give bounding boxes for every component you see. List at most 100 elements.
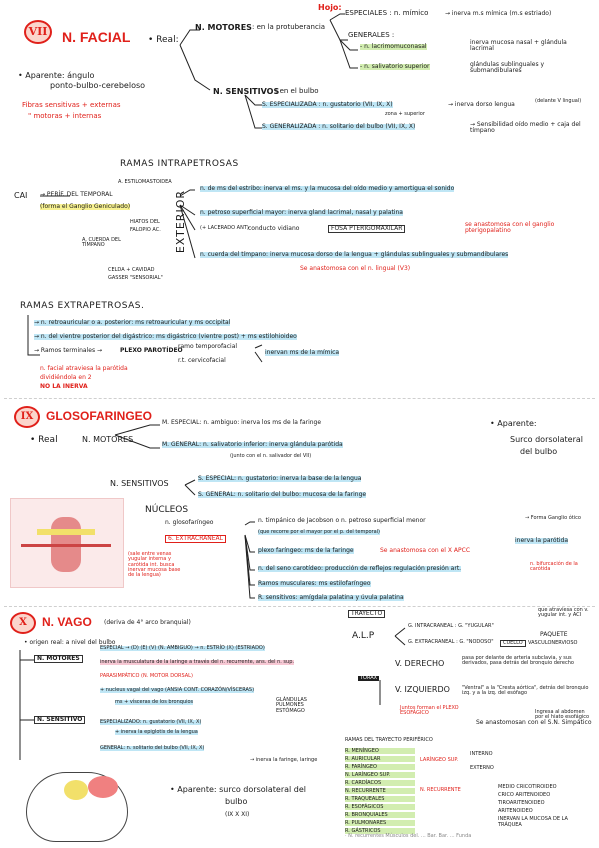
- ix-extracraneal: 6. EXTRACRANEAL: [165, 535, 226, 544]
- list-item: N. LARÍNGEO SUP.: [345, 772, 415, 778]
- ix-ganglio-otico: → Forma Ganglio ótico: [525, 515, 581, 521]
- vago-ramas-list: R. MENÍNGEO R. AURICULAR R. FARÍNGEO N. …: [345, 748, 415, 834]
- rama-estribo: n. de ms del estribo: inerva el ms. y la…: [200, 185, 455, 193]
- vago-footer-note: · N. recurrentes Músculos del. ... Bar. …: [345, 833, 472, 839]
- facial-real-label: • Real:: [148, 35, 179, 45]
- rama-cuerda-timpano: n. cuerda del tímpano: inerva mucosa dor…: [200, 251, 509, 259]
- vago-s2: + inerva la epiglotis de la lengua: [115, 729, 198, 736]
- list-item: ARITENOIDEO: [498, 808, 533, 814]
- parotida-note-2: dividiéndola en 2: [40, 374, 92, 381]
- facial-motores-location: : en la protuberancia: [252, 23, 326, 31]
- list-item: R. TRAQUEALES: [345, 796, 415, 802]
- list-item: R. BRONQUIALES: [345, 812, 415, 818]
- list-item: R. AURICULAR: [345, 756, 415, 762]
- list-item: N. RECURRENTE: [345, 788, 415, 794]
- facial-s-especializada-note: (delante V lingual): [535, 98, 582, 104]
- fosa-pterigomaxilar: FOSA PTERIGOMAXILAR: [328, 225, 406, 234]
- list-item: R. FARÍNGEO: [345, 764, 415, 770]
- ganglio-pterigopalatino-note: se anastomosa con el ganglio pterigopala…: [465, 221, 555, 235]
- lingual-anastomosis-note: Se anastomosa con el n. lingual (V3): [300, 265, 411, 272]
- facial-s-especializada: S. ESPECIALIZADA : n. gustatorio (VII, I…: [262, 101, 393, 109]
- vago-m4: + nucleus vagal del vago (ANSIA CONT. CO…: [100, 687, 255, 694]
- vago-interno: INTERNO: [470, 751, 493, 757]
- section-x-numeral: X: [10, 612, 36, 634]
- vago-subtitle: (deriva de 4° arco branquial): [104, 619, 191, 626]
- section-ix-numeral: IX: [14, 406, 40, 428]
- ix-branch-timpanico: n. timpánico de Jacobson o n. petroso su…: [258, 517, 426, 524]
- vago-externo: EXTERNO: [470, 765, 494, 771]
- facial-s-especializada-detail: → inerva dorso lengua: [448, 101, 515, 108]
- facial-fibras-motoras: " motoras + internas: [28, 112, 102, 120]
- ix-motores: N. MOTORES: [82, 435, 134, 444]
- facial-aparente-location: ponto-bulbo-cerebeloso: [50, 81, 146, 90]
- ramas-extrapetrosas-title: RAMAS EXTRAPETROSAS.: [20, 301, 145, 311]
- vago-snsimp: Se anastomosan con el S.N. Simpático: [476, 719, 592, 726]
- nucleos-title: NÚCLEOS: [145, 505, 189, 515]
- ix-timpanico-sub: (que recorre por el mayor por el p. del …: [258, 529, 381, 536]
- vago-izquierdo-note-2: Ingresa al abdomen por el hiato esofágic…: [535, 709, 590, 721]
- facial-s-generalizada: S. GENERALIZADA : n. solitario del bulbo…: [262, 123, 416, 131]
- ix-inerva-parotida: inerva la parótida: [515, 537, 569, 545]
- ix-plexo-note: Se anastomosa con el X APCC: [380, 547, 471, 554]
- ix-ramos-musculares: Ramos musculares: ms estilofaríngeo: [258, 580, 371, 588]
- vago-sensitivo: N. SENSITIVO: [34, 716, 86, 725]
- list-item: TIROARITENOIDEO: [498, 800, 545, 806]
- vago-plexo-esofagico: Juntos forman el PLEXO ESOFÁGICO: [400, 705, 459, 717]
- list-item: R. ESOFÁGICOS: [345, 804, 415, 810]
- ix-s-general: S. GENERAL: n. solitario del bulbo: muco…: [198, 491, 367, 499]
- vago-m3: PARASIMPÁTICO (N. MOTOR DORSAL): [100, 673, 193, 679]
- vago-m5: ms + vísceras de los bronquios: [115, 699, 194, 706]
- brainstem-section-illustration: [16, 766, 136, 844]
- vago-alp-note: que atraviesa con v. yugular int. y ACI: [538, 607, 589, 619]
- facial-aparente-label: • Aparente: ángulo: [18, 71, 95, 80]
- parotida-note-3: NO LA INERVA: [40, 383, 88, 390]
- vago-alp-2: G. EXTRACRANEAL : G. "NODOSO": [408, 639, 494, 645]
- ix-m-especial: M. ESPECIAL: n. ambiguo: inerva los ms d…: [162, 419, 322, 426]
- ramo-cervicofacial: r.t. cervicofacial: [178, 357, 226, 364]
- vago-torax: TÓRAX: [358, 675, 380, 682]
- rama-digastrico: → n. del vientre posterior del digástric…: [34, 333, 297, 341]
- vago-aparente-3: (IX X XI): [225, 811, 250, 818]
- vago-ramas-title: RAMAS DEL TRAYECTO PERIFÉRICO: [345, 737, 433, 743]
- vago-izquierdo: V. IZQUIERDO: [395, 685, 450, 694]
- hiatos-label: HIATOS DEL: [130, 219, 160, 225]
- hiatos-label-2: FALOPIO AC.: [130, 227, 161, 233]
- ix-plexo-faringeo: plexo faríngeo: ms de la faringe: [258, 547, 354, 555]
- facial-sensitivos-location: : en el bulbo: [275, 87, 319, 95]
- vago-m2: inerva la musculatura de la laringe a tr…: [100, 659, 294, 666]
- ix-aparente-label: • Aparente:: [490, 419, 537, 428]
- vago-m6: GLÁNDULAS PULMONES ESTÓMAGO: [276, 697, 307, 714]
- cai-ganglio: (forma el Ganglio Geniculado): [40, 203, 131, 211]
- ramo-temporofacial: ramo temporofacial: [178, 343, 238, 350]
- list-item: R. PULMONARES: [345, 820, 415, 826]
- section-vii-numeral: VII: [24, 20, 52, 44]
- vago-s1: ESPECIALIZADO: n. gustatorio (VII, IX, X…: [100, 719, 202, 726]
- list-item: R. CARDÍACOS: [345, 780, 415, 786]
- separator-ix-x: [4, 606, 595, 607]
- facial-especiales-detail: → inerva m.s mímica (m.s estriado): [445, 10, 552, 17]
- vago-real: • origen real: a nivel del bulbo: [24, 639, 116, 646]
- plexo-parotideo: PLEXO PAROTÍDEO: [120, 347, 183, 354]
- separator-vii-ix: [4, 398, 595, 399]
- vago-trayecto: TRAYECTO: [348, 610, 386, 619]
- vago-paquete-2: VASCULONERVIOSO: [528, 640, 578, 646]
- list-item: MEDIO CRICOTIROIDEO: [498, 784, 557, 790]
- vago-recurrente-list: MEDIO CRICOTIROIDEO CRICO ARITENOIDEO TI…: [498, 784, 593, 828]
- glosofaringeo-title: GLOSOFARINGEO: [46, 409, 153, 423]
- vago-s3: GENERAL: n. solitario del bulbo (VII, IX…: [100, 745, 205, 752]
- facial-lacrimomuconasal: - n. lacrimomuconasal: [360, 43, 427, 51]
- list-item: INERVAN LA MUCOSA DE LA TRÁQUEA: [498, 816, 568, 828]
- cai-label: CAI: [14, 191, 28, 200]
- nucleos-sub: n. glosofaríngeo: [165, 519, 214, 526]
- ix-s-especial: S. ESPECIAL: n. gustatorio: inerva la ba…: [198, 475, 362, 483]
- ix-real-label: • Real: [30, 435, 58, 445]
- ix-seno-carotideo: n. del seno carotídeo: producción de ref…: [258, 565, 462, 573]
- rama-lacerado: (+ LACERADO ANT): [200, 225, 249, 231]
- vago-derecho-note: pasa por delante de arteria subclavia, y…: [462, 655, 574, 667]
- vago-recurrente: N. RECURRENTE: [420, 787, 461, 793]
- vago-motores: N. MOTORES: [34, 655, 83, 664]
- rama-retroauricular: → n. retroauricular o a. posterior: ms r…: [34, 319, 231, 327]
- vago-aparente: • Aparente: surco dorsolateral del: [170, 785, 306, 794]
- list-item: R. MENÍNGEO: [345, 748, 415, 754]
